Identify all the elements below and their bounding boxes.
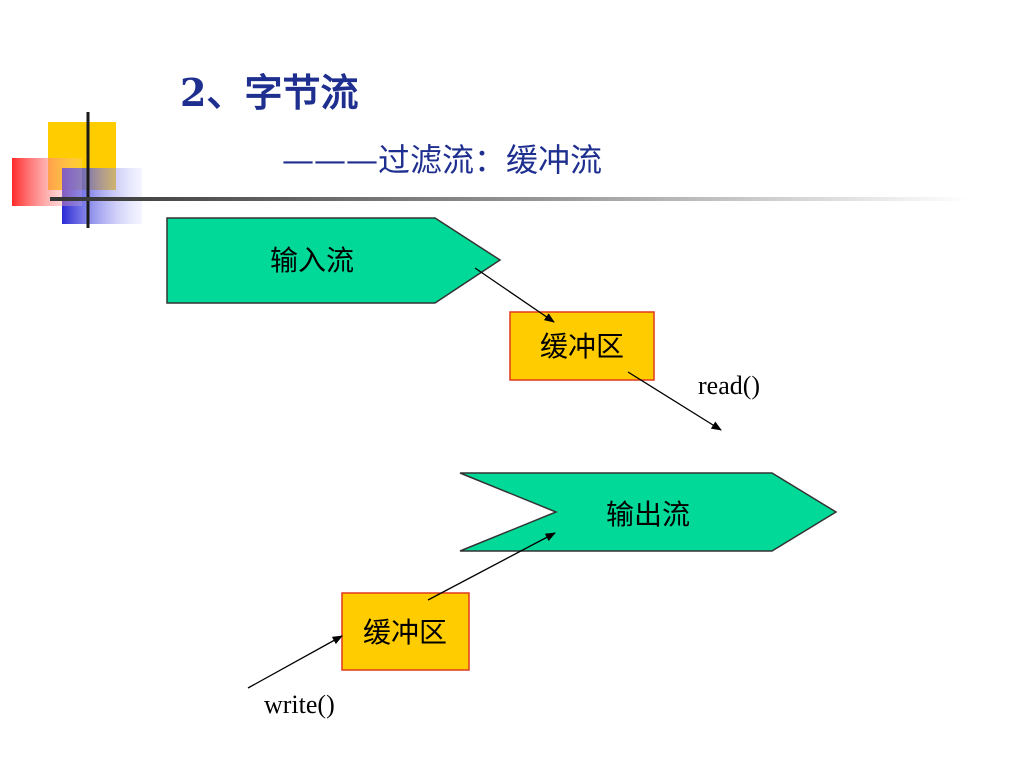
read-call-label: read()	[698, 371, 760, 400]
output-stream-shape: 输出流	[459, 472, 838, 552]
buffer-bottom-box: 缓冲区	[341, 592, 470, 671]
input-stream-shape: 输入流	[166, 217, 502, 304]
arrow-write-to-buffer	[247, 635, 343, 689]
slide-subtitle: ———过滤流：缓冲流	[282, 141, 603, 179]
buffer-top-label: 缓冲区	[540, 330, 624, 363]
write-call-label: write()	[264, 690, 335, 719]
input-stream-label: 输入流	[270, 244, 354, 277]
buffer-top-box: 缓冲区	[509, 311, 655, 381]
output-stream-label: 输出流	[606, 498, 690, 531]
title-rule	[50, 197, 970, 201]
arrow-input-to-buffer	[474, 267, 555, 323]
buffer-bottom-label: 缓冲区	[363, 616, 447, 649]
arrow-buffer-to-output	[427, 532, 556, 601]
slide-title: 2、字节流	[180, 70, 359, 115]
decor-ornament	[12, 112, 970, 228]
arrow-buffer-to-read	[627, 371, 722, 431]
